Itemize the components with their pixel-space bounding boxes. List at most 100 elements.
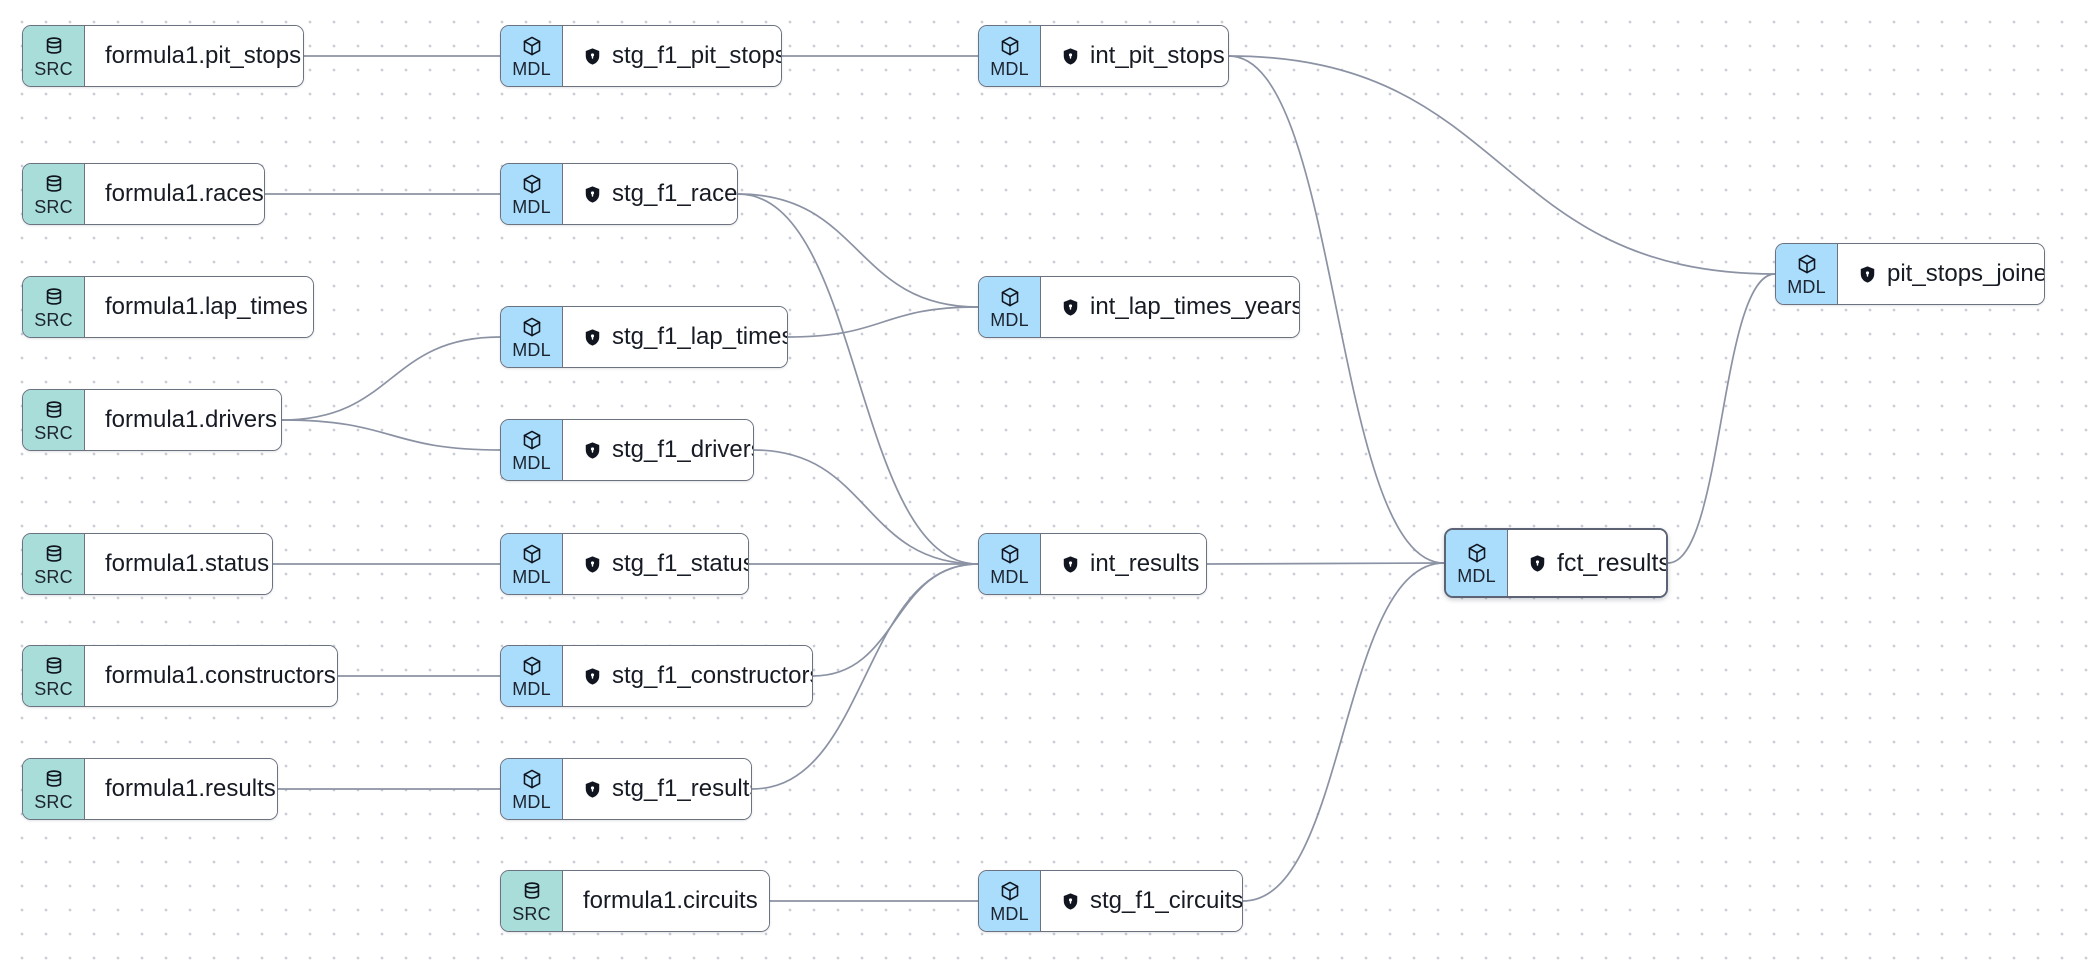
- node-label: stg_f1_status: [612, 550, 749, 577]
- lineage-node-stg_lap_times[interactable]: MDL stg_f1_lap_times: [500, 306, 788, 368]
- cube-icon: [1796, 253, 1818, 275]
- edge-stg_lap_times-to-int_lap_times_years: [787, 306, 979, 338]
- cube-icon: [999, 35, 1021, 57]
- src-badge: SRC: [23, 164, 85, 224]
- node-body: formula1.constructors: [85, 646, 337, 706]
- src-badge-label: SRC: [34, 196, 73, 217]
- src-badge-label: SRC: [34, 422, 73, 443]
- cube-icon: [999, 543, 1021, 565]
- cube-icon: [999, 286, 1021, 308]
- node-label: int_results: [1090, 550, 1200, 577]
- node-body: fct_results: [1508, 530, 1668, 596]
- lineage-node-fct_results[interactable]: MDL fct_results: [1444, 528, 1668, 598]
- lineage-node-src_races[interactable]: SRC formula1.races: [22, 163, 265, 225]
- lineage-node-stg_circuits[interactable]: MDL stg_f1_circuits: [978, 870, 1243, 932]
- node-label: formula1.constructors: [105, 662, 336, 689]
- lineage-node-pit_stops_joined[interactable]: MDL pit_stops_joined: [1775, 243, 2045, 305]
- node-label: formula1.circuits: [583, 887, 758, 914]
- shield-icon: [1061, 47, 1080, 66]
- mdl-badge: MDL: [501, 26, 563, 86]
- edge-stg_constructors-to-int_results: [812, 563, 979, 677]
- shield-icon: [583, 185, 602, 204]
- cube-icon: [521, 429, 543, 451]
- node-body: formula1.drivers: [85, 390, 281, 450]
- mdl-badge-label: MDL: [512, 452, 551, 473]
- mdl-badge: MDL: [501, 420, 563, 480]
- mdl-badge: MDL: [1776, 244, 1838, 304]
- node-body: formula1.results: [85, 759, 277, 819]
- database-icon: [43, 286, 65, 308]
- edge-src_drivers-to-stg_lap_times: [281, 336, 501, 421]
- node-label: stg_f1_circuits: [1090, 887, 1243, 914]
- mdl-badge-label: MDL: [512, 196, 551, 217]
- mdl-badge-label: MDL: [512, 58, 551, 79]
- lineage-node-src_drivers[interactable]: SRC formula1.drivers: [22, 389, 282, 451]
- cube-icon: [999, 880, 1021, 902]
- mdl-badge-label: MDL: [1457, 565, 1496, 586]
- cube-icon: [521, 173, 543, 195]
- node-label: stg_f1_results: [612, 775, 752, 802]
- shield-icon: [1061, 892, 1080, 911]
- node-label: stg_f1_lap_times: [612, 323, 788, 350]
- node-label: formula1.drivers: [105, 406, 278, 433]
- node-body: stg_f1_drivers: [563, 420, 753, 480]
- edge-fct_results-to-pit_stops_joined: [1667, 273, 1776, 564]
- mdl-badge: MDL: [501, 534, 563, 594]
- lineage-node-stg_results[interactable]: MDL stg_f1_results: [500, 758, 752, 820]
- lineage-node-src_pit_stops[interactable]: SRC formula1.pit_stops: [22, 25, 304, 87]
- mdl-badge-label: MDL: [512, 566, 551, 587]
- src-badge-label: SRC: [34, 791, 73, 812]
- node-label: fct_results: [1557, 548, 1668, 577]
- node-label: formula1.pit_stops: [105, 42, 302, 69]
- mdl-badge-label: MDL: [512, 678, 551, 699]
- mdl-badge: MDL: [979, 871, 1041, 931]
- shield-icon: [583, 328, 602, 347]
- database-icon: [43, 173, 65, 195]
- mdl-badge: MDL: [501, 646, 563, 706]
- shield-icon: [583, 780, 602, 799]
- node-label: formula1.results: [105, 775, 276, 802]
- lineage-node-src_results[interactable]: SRC formula1.results: [22, 758, 278, 820]
- src-badge: SRC: [23, 390, 85, 450]
- mdl-badge: MDL: [501, 307, 563, 367]
- lineage-node-stg_races[interactable]: MDL stg_f1_races: [500, 163, 738, 225]
- mdl-badge-label: MDL: [1787, 276, 1826, 297]
- lineage-node-stg_drivers[interactable]: MDL stg_f1_drivers: [500, 419, 754, 481]
- mdl-badge-label: MDL: [990, 903, 1029, 924]
- node-label: pit_stops_joined: [1887, 260, 2045, 287]
- src-badge: SRC: [23, 534, 85, 594]
- src-badge-label: SRC: [34, 58, 73, 79]
- lineage-node-stg_status[interactable]: MDL stg_f1_status: [500, 533, 749, 595]
- mdl-badge-label: MDL: [512, 791, 551, 812]
- shield-icon: [1858, 265, 1877, 284]
- node-body: pit_stops_joined: [1838, 244, 2045, 304]
- node-body: formula1.pit_stops: [85, 26, 303, 86]
- mdl-badge: MDL: [979, 277, 1041, 337]
- node-body: int_results: [1041, 534, 1206, 594]
- shield-icon: [583, 555, 602, 574]
- cube-icon: [521, 543, 543, 565]
- node-label: int_pit_stops: [1090, 42, 1225, 69]
- node-label: formula1.status: [105, 550, 270, 577]
- lineage-node-stg_constructors[interactable]: MDL stg_f1_constructors: [500, 645, 813, 707]
- shield-icon: [1528, 554, 1547, 573]
- node-body: formula1.races: [85, 164, 264, 224]
- edge-stg_races-to-int_results: [737, 193, 979, 565]
- edge-stg_drivers-to-int_results: [753, 449, 979, 565]
- node-body: stg_f1_races: [563, 164, 737, 224]
- node-label: formula1.races: [105, 180, 264, 207]
- node-body: formula1.circuits: [563, 871, 769, 931]
- node-body: int_pit_stops: [1041, 26, 1228, 86]
- node-label: formula1.lap_times: [105, 293, 308, 320]
- node-body: stg_f1_constructors: [563, 646, 812, 706]
- lineage-node-src_status[interactable]: SRC formula1.status: [22, 533, 273, 595]
- cube-icon: [521, 655, 543, 677]
